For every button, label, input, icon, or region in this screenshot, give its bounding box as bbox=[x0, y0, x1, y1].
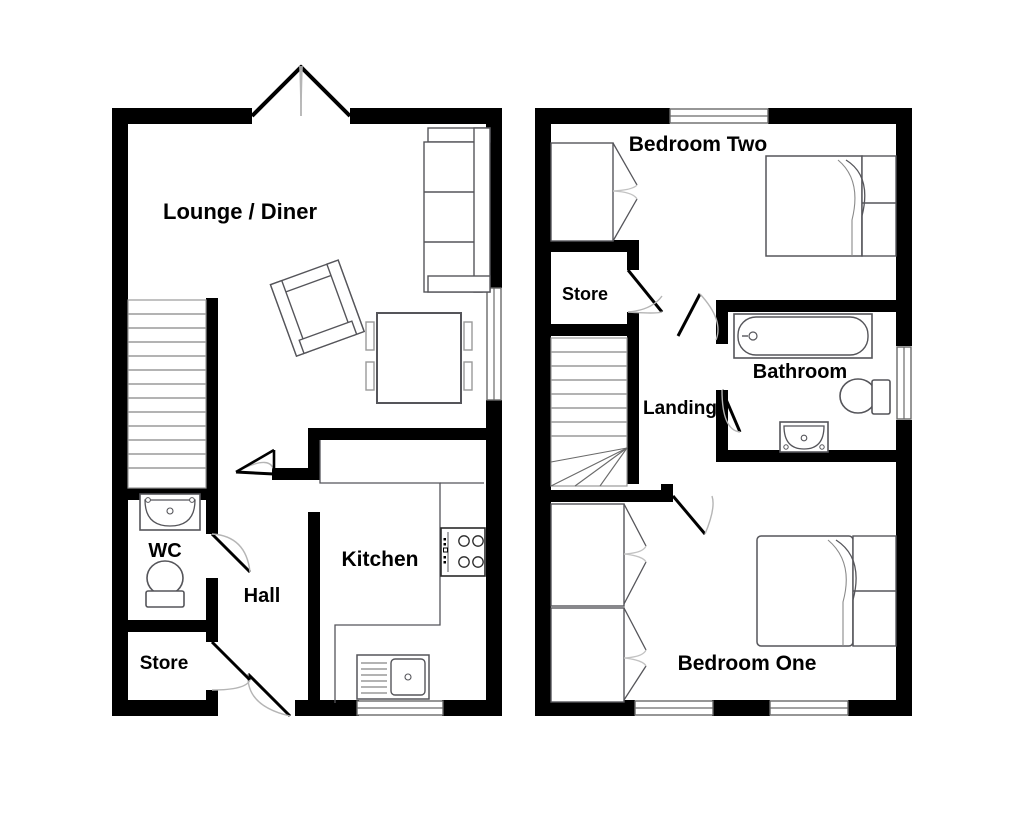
wall-bathroom-top bbox=[716, 300, 896, 312]
ground-floor-plan: Lounge / Diner WC Store Hall Kitchen bbox=[112, 64, 502, 718]
wall-store-bottom bbox=[535, 324, 639, 336]
wall-staircase-right bbox=[206, 298, 218, 490]
wall-right-lower bbox=[486, 400, 502, 716]
first-floor-walls bbox=[535, 108, 912, 716]
wardrobe-bedroom-one bbox=[550, 503, 647, 703]
wall-left-exterior-upper bbox=[535, 108, 551, 716]
toilet-wc bbox=[145, 560, 185, 608]
wall-bottom-kitchen-left bbox=[347, 700, 359, 716]
wall-stair-right-upper bbox=[627, 336, 639, 484]
wall-landing-bottom bbox=[535, 490, 673, 502]
wall-internal-store-right-lower bbox=[206, 690, 218, 716]
first-floor-plan: Bedroom Two Store Landing Bathroom Bedro… bbox=[535, 108, 912, 716]
window-kitchen-bottom bbox=[356, 700, 444, 716]
room-label-store-ground: Store bbox=[140, 653, 189, 674]
wall-internal-store-right bbox=[206, 620, 218, 642]
wall-store-right-upper bbox=[627, 240, 639, 270]
room-label-hall: Hall bbox=[244, 585, 281, 607]
wall-bottom-right-upper bbox=[848, 700, 912, 716]
wash-basin-wc bbox=[139, 493, 201, 531]
staircase-upper bbox=[550, 337, 628, 487]
wall-bathroom-left-lower bbox=[716, 390, 728, 462]
ground-floor-walls bbox=[112, 108, 502, 716]
hob-cooker bbox=[440, 527, 486, 577]
window-bedroom-two-top bbox=[669, 108, 769, 124]
wall-bottom-hall bbox=[295, 700, 347, 716]
room-label-bedroom-two: Bedroom Two bbox=[629, 133, 767, 156]
wall-landing-bottom-stub bbox=[661, 484, 673, 502]
bathtub bbox=[733, 313, 873, 359]
wall-right-lower-1 bbox=[896, 420, 912, 716]
wall-store-top bbox=[535, 240, 639, 252]
door-store bbox=[210, 640, 252, 691]
wall-bottom-mid-pier bbox=[712, 700, 770, 716]
window-lounge-right bbox=[486, 287, 502, 401]
ground-floor-furniture bbox=[127, 127, 491, 703]
wall-internal-kitchen-left-mid bbox=[308, 512, 320, 630]
door-store-upper bbox=[626, 269, 664, 314]
wall-internal-kitchen-left-lower bbox=[308, 630, 320, 716]
double-bed-bedroom-one bbox=[756, 535, 897, 647]
window-bedroom-one-right bbox=[769, 700, 849, 716]
window-bedroom-one-left bbox=[634, 700, 714, 716]
room-label-store-upper: Store bbox=[562, 284, 608, 304]
room-label-wc: WC bbox=[148, 540, 181, 562]
door-wc bbox=[210, 532, 252, 574]
first-floor-furniture bbox=[550, 142, 897, 703]
wall-bottom-left-upper bbox=[535, 700, 635, 716]
wash-basin-bathroom bbox=[779, 421, 829, 453]
room-label-kitchen: Kitchen bbox=[341, 548, 418, 571]
french-doors bbox=[250, 64, 352, 118]
wall-top-right-upper bbox=[768, 108, 912, 124]
door-bathroom bbox=[720, 389, 742, 433]
double-bed-bedroom-two bbox=[765, 155, 897, 257]
wall-internal-kitchen-left-upper bbox=[308, 428, 320, 480]
staircase-ground bbox=[127, 299, 207, 489]
window-bathroom-right bbox=[896, 346, 912, 420]
door-bedroom-one bbox=[671, 495, 714, 535]
armchair bbox=[269, 259, 366, 358]
wall-top-left bbox=[112, 108, 252, 124]
wall-internal-hall-stub bbox=[272, 468, 308, 480]
room-label-bedroom-one: Bedroom One bbox=[678, 652, 817, 675]
wall-internal-store-top bbox=[112, 620, 218, 632]
door-hall-lounge bbox=[235, 448, 276, 476]
wardrobe-bedroom-two bbox=[550, 142, 638, 242]
wall-top-right bbox=[350, 108, 502, 124]
toilet-bathroom bbox=[839, 378, 891, 415]
wall-top-left-upper bbox=[535, 108, 670, 124]
wall-right-upper-1 bbox=[896, 108, 912, 346]
wall-bathroom-bottom bbox=[728, 450, 896, 462]
room-label-lounge-diner: Lounge / Diner bbox=[163, 199, 317, 224]
wall-bottom-left bbox=[112, 700, 218, 716]
ground-floor-openings bbox=[210, 64, 502, 718]
dining-table-and-chairs bbox=[365, 312, 473, 404]
wall-internal-wc-right-lower bbox=[206, 578, 218, 620]
room-label-bathroom: Bathroom bbox=[753, 361, 847, 383]
first-floor-openings bbox=[626, 108, 912, 716]
wall-left-exterior bbox=[112, 108, 128, 716]
sofa bbox=[423, 127, 491, 293]
wall-internal-kitchen-top bbox=[308, 428, 502, 440]
kitchen-sink bbox=[356, 654, 430, 700]
door-bedroom-two bbox=[676, 293, 719, 341]
room-label-landing: Landing bbox=[643, 398, 717, 419]
wall-bottom-kitchen-right bbox=[442, 700, 502, 716]
wall-internal-wc-right-upper bbox=[206, 488, 218, 534]
